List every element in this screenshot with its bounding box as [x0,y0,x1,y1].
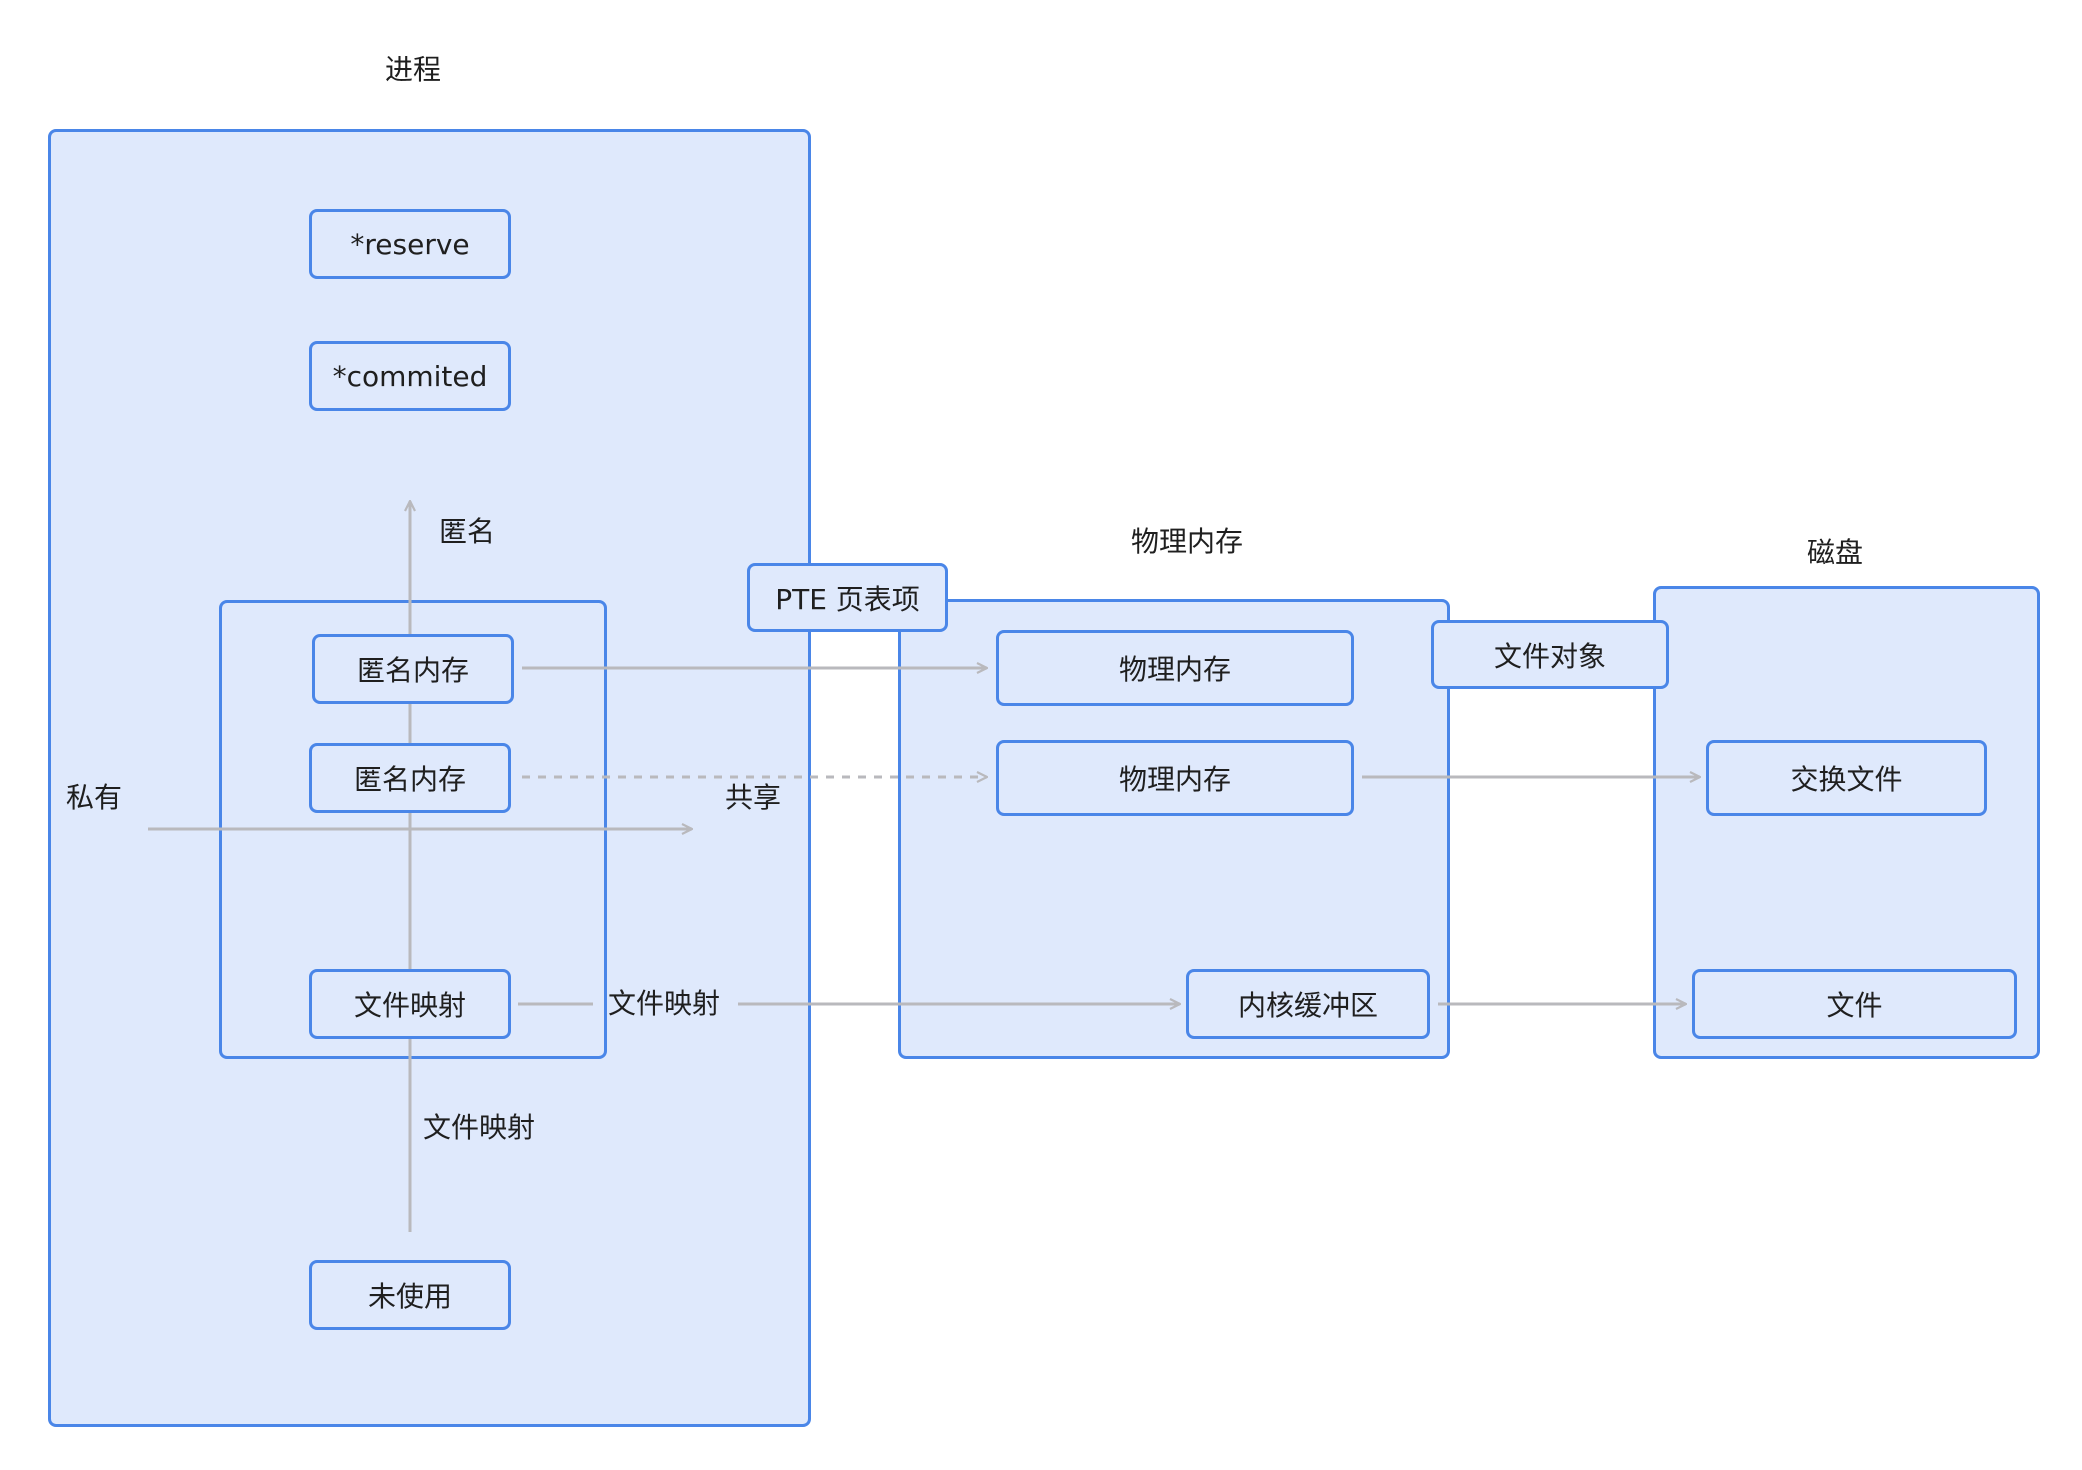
file-object-node: 文件对象 [1431,620,1669,689]
anonymous-memory-node-2: 匿名内存 [309,743,511,813]
file-node: 文件 [1692,969,2017,1039]
committed-node: *commited [309,341,511,411]
reserve-node: *reserve [309,209,511,279]
file-mapping-axis-label: 文件映射 [423,1111,536,1144]
shared-label: 共享 [725,781,782,814]
file-mapping-edge-label: 文件映射 [608,987,721,1020]
disk-title: 磁盘 [1806,536,1864,569]
unused-node: 未使用 [309,1260,511,1330]
physical-memory-title: 物理内存 [1130,525,1244,558]
anonymous-axis-label: 匿名 [439,515,496,548]
physical-memory-node-2: 物理内存 [996,740,1354,816]
kernel-buffer-node: 内核缓冲区 [1186,969,1430,1039]
swap-file-node: 交换文件 [1706,740,1987,816]
physical-memory-node-1: 物理内存 [996,630,1354,706]
process-title: 进程 [384,53,442,86]
private-label: 私有 [66,781,123,814]
pte-node: PTE 页表项 [747,563,948,632]
file-mapping-node: 文件映射 [309,969,511,1039]
anonymous-memory-node-1: 匿名内存 [312,634,514,704]
